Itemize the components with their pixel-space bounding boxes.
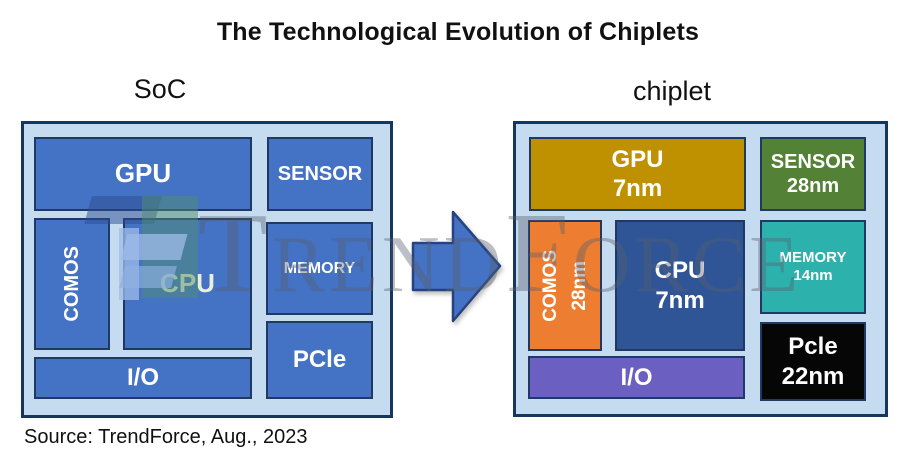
chiplet-io-block: I/O	[528, 356, 745, 399]
soc-sensor-block: SENSOR	[267, 137, 373, 211]
chiplet-memory-block: MEMORY 14nm	[760, 220, 866, 314]
chiplet-pcie-label: Pcle	[788, 333, 838, 361]
chiplet-cpu-label: CPU	[654, 257, 706, 285]
soc-memory-block: MEMORY	[266, 222, 373, 315]
soc-gpu-block: GPU	[34, 137, 252, 211]
chiplet-gpu-node: 7nm	[612, 175, 663, 202]
soc-io-block: I/O	[34, 357, 252, 399]
soc-cpu-label: CPU	[160, 268, 215, 299]
soc-pcie-block: PCle	[266, 321, 373, 399]
soc-diagram-label: SoC	[133, 74, 187, 104]
chiplet-sensor-block: SENSOR 28nm	[760, 137, 866, 211]
chiplet-cpu-node: 7nm	[655, 286, 705, 314]
page-title: The Technological Evolution of Chiplets	[216, 18, 700, 46]
arrow-right-icon	[411, 210, 502, 323]
source-caption: Source: TrendForce, Aug., 2023	[24, 426, 308, 448]
soc-comos-block: COMOS	[34, 218, 110, 350]
chiplet-memory-label: MEMORY	[779, 248, 847, 266]
soc-sensor-label: SENSOR	[277, 162, 363, 185]
soc-gpu-label: GPU	[114, 158, 172, 189]
soc-memory-label: MEMORY	[283, 259, 356, 277]
chiplet-gpu-label: GPU	[611, 145, 664, 173]
chiplet-sensor-label: SENSOR	[770, 150, 856, 173]
chiplet-diagram-label: chiplet	[632, 76, 712, 106]
soc-io-label: I/O	[126, 364, 159, 392]
soc-comos-label: COMOS	[60, 246, 83, 322]
soc-diagram: GPU SENSOR COMOS CPU MEMORY PCle I/O	[21, 121, 393, 418]
chiplet-pcie-node: 22nm	[781, 362, 845, 390]
soc-cpu-block: CPU	[123, 218, 252, 350]
soc-pcie-label: PCle	[292, 346, 347, 374]
chiplet-comos-node: 28nm	[568, 260, 590, 311]
chiplet-diagram: GPU 7nm SENSOR 28nm COMOS 28nm CPU 7nm M	[513, 121, 888, 417]
chiplet-cpu-block: CPU 7nm	[615, 220, 745, 351]
chiplet-pcie-block: Pcle 22nm	[760, 322, 866, 401]
chiplet-memory-node: 14nm	[793, 267, 833, 284]
chiplet-io-label: I/O	[620, 363, 653, 391]
chiplet-comos-label: COMOS	[540, 249, 562, 322]
chiplet-gpu-block: GPU 7nm	[529, 137, 746, 211]
chiplet-comos-block: COMOS 28nm	[528, 220, 602, 351]
chiplet-sensor-node: 28nm	[786, 175, 840, 197]
